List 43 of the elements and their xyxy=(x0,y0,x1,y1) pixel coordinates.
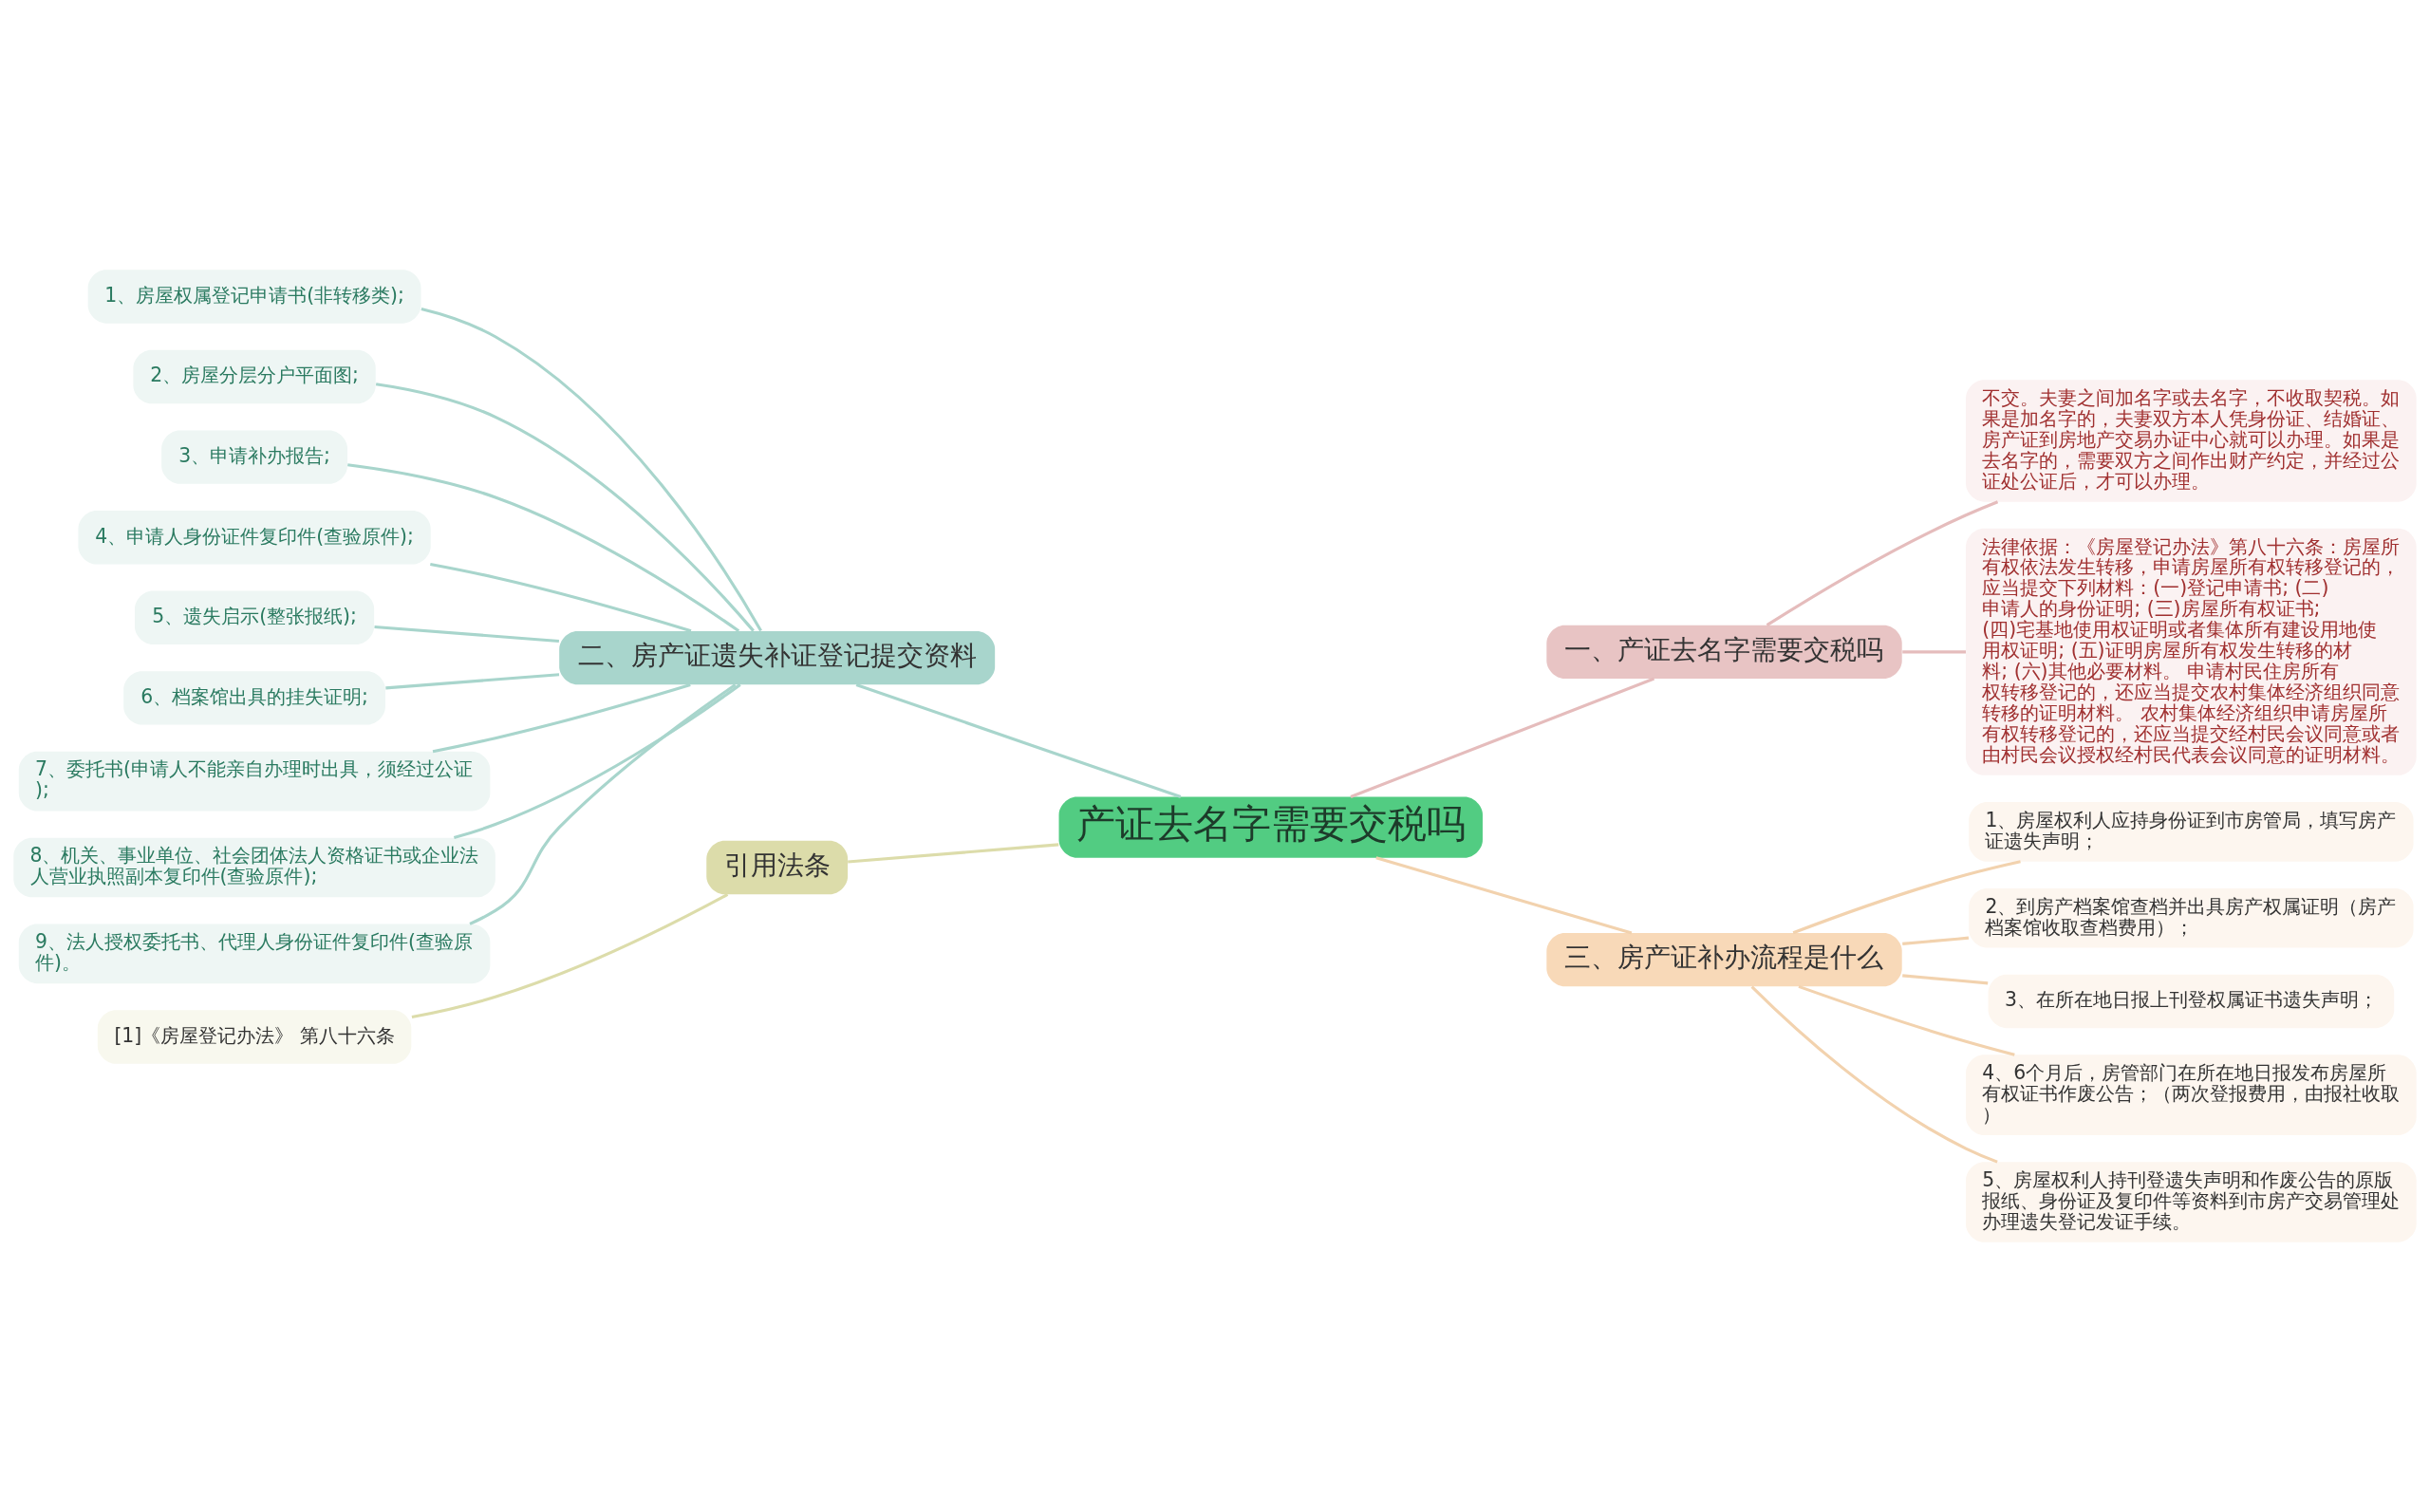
connector xyxy=(848,843,1059,864)
node-box: 4、申请人身份证件复印件(查验原件); xyxy=(78,511,431,565)
node-box: 5、遗失启示(整张报纸); xyxy=(134,590,375,644)
connector xyxy=(432,682,691,754)
node-box: 9、法人授权委托书、代理人身份证件复印件(查验原件)。 xyxy=(18,924,491,984)
node-box: 法律依据：《房屋登记办法》第八十六条：房屋所有权依法发生转移，申请房屋所有权转移登记的，应当提交下列材料：(一)登记申请书; (二)申请人的身份证明; (三)房屋所有权证书; (四)宅基地使用权证明或者集体所有建设用地使用权证明; (五)证明房屋所有权发生转移的材料; (六)其他必要材料。 申请村民住房所有权转移登记的，还应当提交农村集体经济组织同意转移的证明材料。 农村集体经济组织申请房屋所有权转移登记的，还应当提交经村民会议同意或者由村民会议授权经村民代表会议同意的证明材料。 xyxy=(1966,528,2417,775)
node-box: 6、档案馆出具的挂失证明; xyxy=(123,671,385,725)
node-box: 不交。夫妻之间加名字或去名字，不收取契税。如果是加名字的，夫妻双方本人凭身份证、结婚证、房产证到房地产交易办证中心就可以办理。如果是去名字的，需要双方之间作出财产约定，并经过公证处公证后，才可以办理。 xyxy=(1966,380,2417,502)
node-box: [1]《房屋登记办法》 第八十六条 xyxy=(97,1010,412,1064)
connector xyxy=(421,308,762,632)
connector xyxy=(430,563,692,633)
connector xyxy=(1792,860,2021,935)
node-box: 三、房产证补办流程是什么 xyxy=(1546,932,1902,987)
connector xyxy=(347,463,740,633)
connector xyxy=(411,893,729,1019)
connector xyxy=(1375,856,1633,935)
node-box: 2、房屋分层分户平面图; xyxy=(133,349,376,404)
node-box: 8、机关、事业单位、社会团体法人资格证书或企业法人营业执照副本复印件(查验原件); xyxy=(13,837,495,898)
node-box: 3、申请补办报告; xyxy=(161,430,347,484)
connector xyxy=(469,683,737,925)
node-box: 1、房屋权利人应持身份证到市房管局，填写房产证遗失声明； xyxy=(1969,802,2414,862)
connector xyxy=(1798,984,2015,1056)
connector xyxy=(374,625,559,644)
node-box: 2、到房产档案馆查档并出具房产权属证明（房产档案馆收取查档费用）； xyxy=(1969,887,2414,948)
node-box: 3、在所在地日报上刊登权属证书遗失声明； xyxy=(1988,974,2395,1029)
node-box: 4、6个月后，房管部门在所在地日报发布房屋所有权证书作废公告；（两次登报费用，由报社收取） xyxy=(1966,1055,2417,1135)
node-box: 7、委托书(申请人不能亲自办理时出具，须经过公证); xyxy=(18,751,491,812)
connector xyxy=(1350,677,1655,798)
connector xyxy=(1750,985,1998,1164)
connector xyxy=(1902,936,1970,945)
node-box: 引用法条 xyxy=(706,840,849,895)
node-box: 1、房屋权属登记申请书(非转移类); xyxy=(87,270,421,324)
node-box: 一、产证去名字需要交税吗 xyxy=(1546,625,1902,680)
connector xyxy=(855,682,1182,798)
node-box: 产证去名字需要交税吗 xyxy=(1058,796,1483,858)
connector xyxy=(375,383,755,632)
node-box: 二、房产证遗失补证登记提交资料 xyxy=(559,630,996,685)
connector xyxy=(1902,650,1966,654)
node-box: 5、房屋权利人持刊登遗失声明和作废公告的原版报纸、身份证及复印件等资料到市房产交易管理处办理遗失登记发证手续。 xyxy=(1966,1162,2417,1242)
connector xyxy=(1766,500,1999,626)
connector xyxy=(385,673,560,690)
connector xyxy=(1902,974,1989,985)
connector xyxy=(453,683,741,839)
